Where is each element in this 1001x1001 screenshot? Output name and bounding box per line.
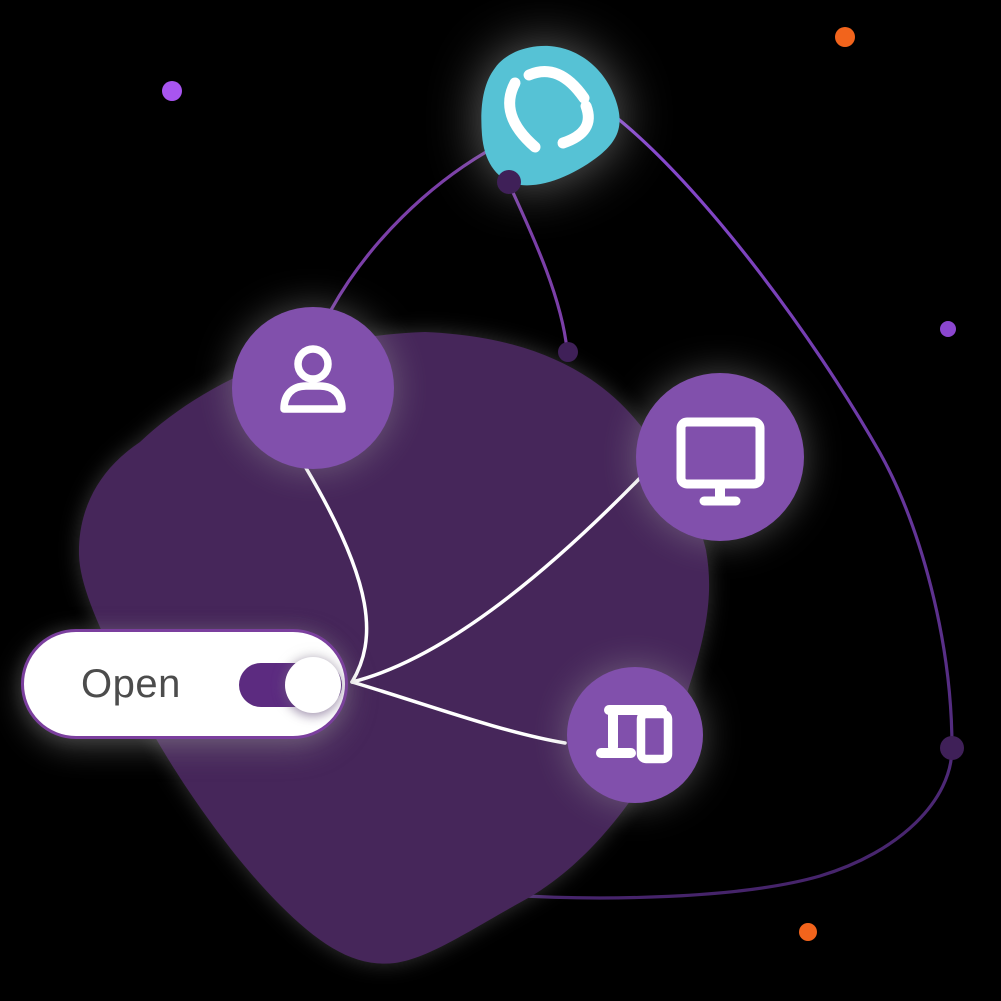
toggle-to-user-line: [304, 466, 369, 684]
line-node-dots: [497, 170, 964, 760]
background-blob: [78, 332, 710, 964]
toggle-to-monitor-line: [350, 476, 642, 684]
orbit-loop-line: [507, 116, 954, 900]
monitor-node-circle: [636, 373, 804, 541]
open-toggle-card[interactable]: Open: [21, 629, 348, 739]
accent-dot-purple-topleft: [162, 81, 182, 101]
logo-to-user-line: [329, 150, 487, 311]
accent-dot-orange-topright: [835, 27, 855, 47]
user-node: [232, 307, 394, 469]
toggle-to-devices-line: [350, 680, 567, 745]
accent-dot-purple-right: [940, 321, 956, 337]
orbit-line-dot: [940, 736, 964, 760]
logo-corner-dot: [497, 170, 521, 194]
blob-edge-dot: [558, 342, 578, 362]
white-connector-lines: [304, 466, 642, 745]
devices-icon: [596, 705, 673, 764]
devices-node-circle: [567, 667, 703, 803]
monitor-icon: [676, 417, 765, 506]
toggle-knob[interactable]: [285, 657, 341, 713]
brand-logo: [481, 45, 620, 186]
accent-dot-orange-bottom: [799, 923, 817, 941]
monitor-node: [636, 373, 804, 541]
devices-node: [567, 667, 703, 803]
accent-dots: [162, 27, 956, 941]
logo-to-blob-line: [508, 185, 569, 351]
user-icon: [280, 345, 346, 413]
toggle-label: Open: [81, 661, 181, 706]
logo-tri-arc-glyph: [504, 66, 594, 153]
purple-connector-lines: [329, 116, 954, 900]
